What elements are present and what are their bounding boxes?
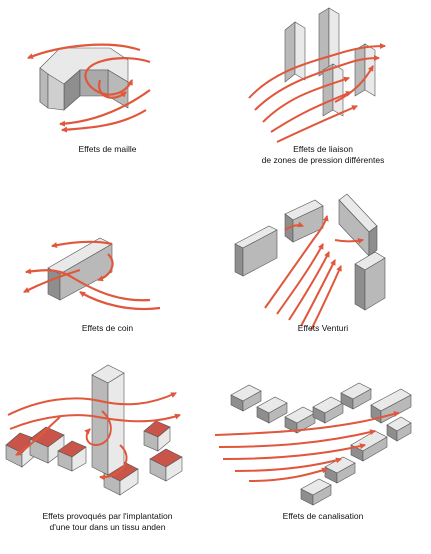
caption-liaison-line1: Effets de liaison <box>293 144 353 154</box>
building-block-icon <box>47 237 113 301</box>
panel-liaison: Effets de liaison de zones de pression d… <box>215 0 431 180</box>
panel-maille: Effets de maille <box>0 0 215 180</box>
wind-arrow-icon <box>27 43 151 133</box>
panel-canalisation: Effets de canalisation <box>214 355 431 554</box>
venturi-illustration <box>234 193 386 331</box>
building-block-icon <box>39 47 129 111</box>
caption-liaison-line2: de zones de pression différentes <box>261 155 385 165</box>
caption-tour-line2: d'une tour dans un tissu anden <box>49 522 166 532</box>
wind-arrow-icon <box>23 240 161 311</box>
wind-arrow-icon <box>214 411 400 482</box>
panel-tour: Effets provoqués par l'implantation d'un… <box>0 355 215 554</box>
caption-venturi: Effets Venturi <box>297 323 349 333</box>
caption-tour-line1: Effets provoqués par l'implantation <box>42 511 173 521</box>
wind-arrow-icon <box>264 215 364 331</box>
caption-coin: Effets de coin <box>81 323 134 333</box>
caption-maille: Effets de maille <box>78 144 137 154</box>
caption-canalisation: Effets de canalisation <box>282 511 364 521</box>
wind-arrow-icon <box>248 43 386 143</box>
maille-illustration <box>27 43 151 133</box>
coin-illustration <box>23 237 161 311</box>
building-block-icon <box>234 193 386 311</box>
panel-coin: Effets de coin <box>0 180 215 355</box>
panel-venturi: Effets Venturi <box>215 180 431 355</box>
wind-arrow-icon <box>7 392 181 481</box>
liaison-illustration <box>248 7 386 143</box>
canalisation-illustration <box>214 382 412 506</box>
tour-illustration <box>5 364 183 496</box>
building-block-icon <box>230 382 412 506</box>
